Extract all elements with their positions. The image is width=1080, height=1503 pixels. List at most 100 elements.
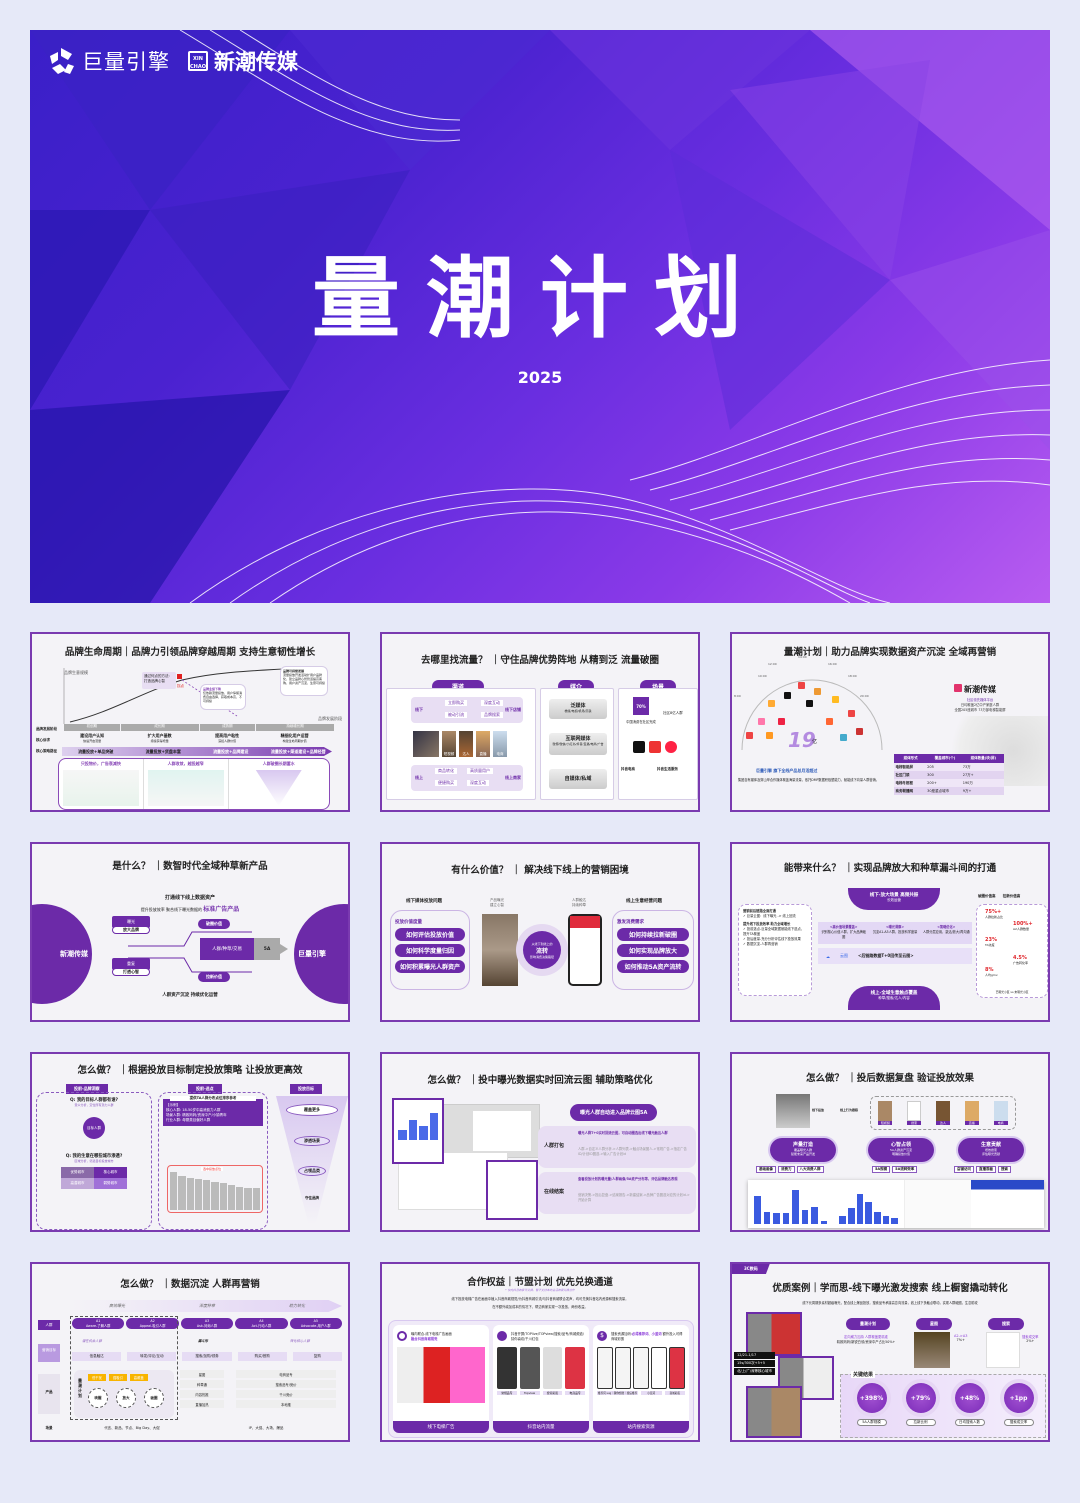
case-photo-1 (746, 1312, 802, 1356)
case-photo-3 (746, 1386, 802, 1438)
problem-item: 如何积累曝光人群资产 (395, 960, 465, 973)
right-products: 电商品专搜索品专/竞价千川竞价本地推 (236, 1368, 336, 1410)
report-charts (748, 1180, 1045, 1228)
callout-inflection: 通过何点的方法: 打造品牌心智 (142, 672, 176, 689)
online-problems: 激发消费需求 如何持续拉新破圈 如何实现品牌放大 如何推动5A资产流转 (612, 910, 694, 990)
slide-title: 是什么？ ｜数智时代全域种草新产品 (112, 861, 268, 872)
tag-repeat: 重复打透心智 (112, 958, 150, 976)
media-panel: 泛媒体梯媒/电视/机场/高铁 互联网媒体微博/微信/小红书/抖音/直播/电商/广… (540, 688, 614, 800)
offline-photo (482, 914, 518, 986)
pill-search: 搜索 (988, 1318, 1024, 1330)
slide-title: 优质案例｜学而思-线下曝光激发搜索 线上橱窗撬动转化 (772, 1283, 1008, 1294)
result-new: +79%拉新比例 (905, 1383, 936, 1426)
cloud-icon: ☁ (826, 953, 830, 959)
scene-stat: 70% (633, 697, 649, 715)
cover-year: 2025 (517, 368, 563, 387)
xinchao-logo-text: 新潮传媒 (214, 50, 298, 74)
toutiao-icon (649, 741, 661, 753)
card-audience-pack: 人群打包 曝光人群T+0实时回流云图，可自动圈选出线下曝光触达人群 人群->自定… (538, 1126, 696, 1168)
slide-remarketing[interactable]: 怎么做？ ｜数据沉淀 人群再营销 高效曝光深度种草助力转化 人群 营销目标 产品… (30, 1262, 350, 1442)
yuntu-bar: ☁云图<后链路数据T+0回传至云图> (818, 948, 972, 964)
xigua-icon (665, 741, 677, 753)
card-douyin-traffic: 抖音开屏/TOPlive/TOPview/搜索/品专/商城频道/猜你喜欢/千川红… (493, 1325, 589, 1433)
elevator-icon (397, 1331, 407, 1341)
juliang-circle: 巨量引擎 (294, 904, 348, 1004)
slide-review[interactable]: 怎么做？ ｜投后数据复盘 验证投放效果 线下投放 线上行为跟踪 短视频 搜索 达… (730, 1052, 1050, 1232)
slide-title: 去哪里找流量？ ｜守住品牌优势阵地 从精到泛 流量破圈 (421, 655, 659, 666)
row-label-product: 产品 (38, 1374, 60, 1414)
douyin-icon (633, 741, 645, 753)
problem-item: 如何实现品牌放大 (617, 944, 689, 957)
problem-item: 如何科学度量归因 (395, 944, 465, 957)
row-label-audience: 人群 (38, 1320, 60, 1330)
phase-arrow: 高效曝光深度种草助力转化 (72, 1300, 342, 1312)
center-box: 人群/种草/交易 (200, 938, 254, 960)
xinchao-brand: 新潮传媒 (954, 684, 996, 695)
mid-products: 星图种草通内容热推直播加热 (180, 1368, 224, 1410)
coin-icon: $ (597, 1331, 607, 1341)
elevator-photo (776, 1094, 810, 1128)
slide-benefits[interactable]: 能带来什么？ ｜实现品牌放大和种草漏斗间的打通 营销前后链路全面打通 ✓ 巨量云… (730, 842, 1050, 1022)
scene-panel: 70% 中国消费在社区完成 社区8亿人群 抖音电商 抖音生活服务 (618, 688, 698, 800)
brand-lines: 社区领先媒体平台日均覆盖2亿中产家庭人群全国205座城市 73万部电梯智能屏 (954, 698, 1006, 712)
site-panel: 提供TA人群分布点位排序参考 【示例】核心人群: 18-50岁中高消费力人群场景… (158, 1092, 268, 1230)
slide-title: 有什么价值？ ｜ 解决线下线上的营销困境 (451, 865, 629, 876)
result-search-users: +48%日均搜索人数 (954, 1383, 985, 1426)
content-thumbs: 短视频 达人 直播 电商 (413, 731, 507, 757)
mid-cols: <高价值场景覆盖>识别核心价值人群，扩大品牌破圈 <曝光洞察>沉淀A1-A3人群… (818, 922, 972, 944)
offline-problems: 投放价值度量 如何评估投放价值 如何科学度量归因 如何积累曝光人群资产 (390, 910, 470, 990)
slide-partner-benefits[interactable]: 合作权益｜节盟计划 优先兑换通道 * 仅向抖音商家可兑换，暂不支持本地生活商家兑… (380, 1262, 700, 1442)
plan-highlight (70, 1316, 178, 1420)
slide-strategy[interactable]: 怎么做？ ｜根据投放目标制定投放策略 让投放更高效 投前-品牌洞察 投前-选点 … (30, 1052, 350, 1232)
strategy-arrow: 流量投放+单品突破 流量投放+货盘丰富 流量投放+品牌建设 流量投放+渠道建设+… (62, 747, 332, 756)
left-notes: 营销前后链路全面打通 ✓ 巨量云图：线下曝光 -> 线上回流 提升线下投放效率 … (738, 904, 812, 996)
slide-title: 量潮计划｜助力品牌实现数据资产沉淀 全域再营销 (783, 647, 997, 658)
flow-circle: 从线下到线上的流转影响消费决策路径 (516, 924, 568, 976)
channel-panel: 线下 立即购买 深度互动 被动引流 品牌搜索 线下店铺 短视频 达人 直播 电商… (386, 688, 536, 800)
slide-traffic-sources[interactable]: 去哪里找流量？ ｜守住品牌优势阵地 从精到泛 流量破圈 渠道 媒介 场景 线下 … (380, 632, 700, 812)
slide-value[interactable]: 有什么价值？ ｜ 解决线下线上的营销困境 线下媒体投放问题 投放价值度量 如何评… (380, 842, 700, 1022)
pill-xingtu: 星图 (916, 1318, 952, 1330)
callout-decline: 品牌业绩下降 仅依赖流量投放，用户停留消费自由选择，获取成本高，不可持续 (200, 684, 246, 710)
step-2: 投前-选点 (188, 1084, 222, 1094)
slide-title: 怎么做？ ｜根据投放目标制定投放策略 让投放更高效 (77, 1065, 303, 1076)
problem-item: 如何评估投放价值 (395, 928, 465, 941)
row-label-scene: 场景 (45, 1426, 53, 1430)
row-label-goal: 营销目标 (38, 1344, 60, 1362)
stage-bar: 初创期 成长期 成熟期 持续增长期 (64, 724, 334, 731)
metrics-panel: 75%+人群拉新占比 100%+A2人群数量 23%TA浓度 4.5%广告转化率… (976, 904, 1048, 998)
cover-title: 量潮计划 (311, 247, 768, 350)
axis-x-label: 品牌发展阶段 (318, 716, 342, 721)
slide-data-assets[interactable]: 量潮计划｜助力品牌实现数据资产沉淀 全域再营销 8:00 10:00 12:00… (730, 632, 1050, 812)
china-map (932, 716, 1048, 786)
axis-y-label: 品牌生意规模 (64, 670, 88, 675)
tag-exposure: 曝光放大品牌 (112, 916, 150, 934)
xinchao-circle: 新潮传媒 (32, 904, 92, 1004)
stage-voice: 声量打造覆盖曝光人群 赋能未来产品开发 (770, 1138, 836, 1162)
slide-case-study[interactable]: 3C数码 优质案例｜学而思-线下曝光激发搜索 线上橱窗撬动转化 线下长周期多素材… (730, 1262, 1050, 1442)
hourly-arc (741, 679, 883, 751)
site-ranking-chart (167, 1165, 263, 1213)
slide-realtime-cloud[interactable]: 怎么做？ ｜投中曝光数据实时回流云图 辅助策略优化 曝光人群自动进入品牌云图5A… (380, 1052, 700, 1232)
stage-business: 生意贡献增效搜索 评估曝光贡献 (958, 1138, 1024, 1162)
juliang-logo-text: 巨量引擎 (82, 50, 170, 74)
tags-voice: 基础画像消费力八大消费人群 (756, 1166, 824, 1173)
slide-what-is[interactable]: 是什么？ ｜数智时代全域种草新产品 打通线下线上数据资产 提升投放效率 聚合线下… (30, 842, 350, 1022)
insight-panel: Q: 我的目标人群都有谁? 受众分析，定位所有潜力人群 目标人群 Q: 我的生意… (36, 1092, 152, 1230)
cover-logos: 巨量引擎 XIN CHAO 新潮传媒 (46, 46, 298, 76)
benefit-cards: 曝内联合-线下电梯广告画面融合抖音商城视觉 线下电梯广告 抖音开屏/TOPliv… (388, 1320, 694, 1438)
strategy-panels: 只投物价，广告衰减快 人群收敛，越投越窄 人群破圈长期蓄水 (58, 758, 330, 810)
slide-brand-lifecycle[interactable]: 品牌生命周期｜品牌力引领品牌穿越周期 支持生意韧性增长 品牌生意规模 品牌发展阶… (30, 632, 350, 812)
offline-band: 线下-放大场景 高频共振长效运营 (848, 888, 940, 910)
online-band: 线上-全域生意触点覆盖种草/搜索/达人/内容 (848, 986, 940, 1010)
flow-lines (128, 931, 252, 973)
mau-value: 19 (788, 728, 816, 752)
slide-title: 怎么做？ ｜数据沉淀 人群再营销 (120, 1279, 260, 1290)
step-1: 投前-品牌洞察 (66, 1084, 108, 1094)
pill-plan: 量潮计划 (846, 1318, 890, 1330)
